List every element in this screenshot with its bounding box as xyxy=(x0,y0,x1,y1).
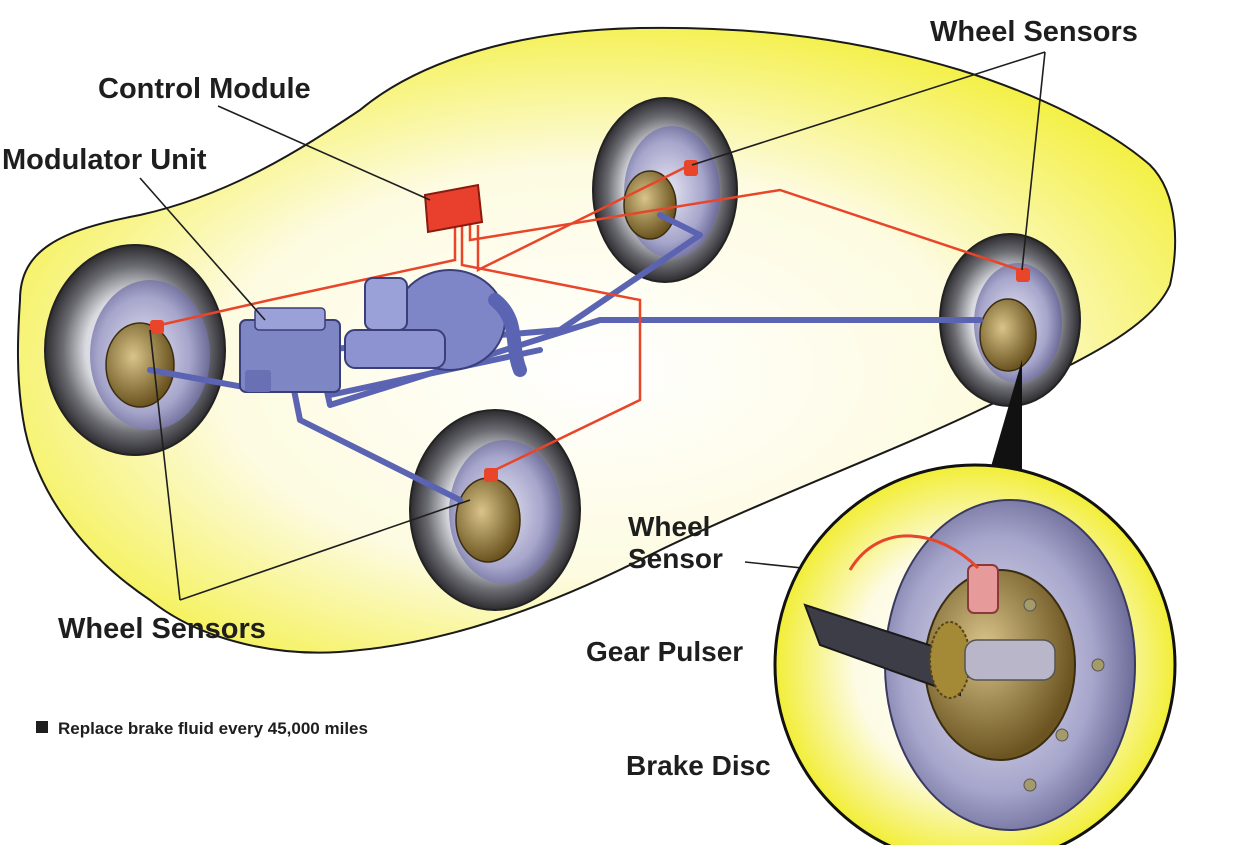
label-gear-pulser: Gear Pulser xyxy=(586,636,744,667)
wheel-rear-left xyxy=(592,97,738,283)
wheel-front-left xyxy=(44,244,226,456)
wheel-front-right xyxy=(409,409,581,611)
bullet-square-icon xyxy=(36,721,48,733)
detail-inset xyxy=(773,463,1177,845)
label-wheel-sensor-detail-line1: Wheel xyxy=(628,511,711,542)
wheel-rear-right xyxy=(939,233,1081,407)
brake-booster xyxy=(344,269,527,377)
label-control-module: Control Module xyxy=(98,73,311,105)
label-wheel-sensors-top: Wheel Sensors xyxy=(930,16,1138,48)
car-body xyxy=(16,26,1177,654)
label-modulator-unit: Modulator Unit xyxy=(2,144,207,176)
maintenance-note: Replace brake fluid every 45,000 miles xyxy=(36,720,368,738)
zoom-pointer xyxy=(990,360,1022,470)
sensor-wiring xyxy=(159,163,1021,472)
maintenance-note-text: Replace brake fluid every 45,000 miles xyxy=(58,719,368,738)
label-wheel-sensor-detail-line2: Sensor xyxy=(628,543,723,574)
modulator-unit xyxy=(239,307,341,393)
control-module xyxy=(423,183,484,234)
label-brake-disc: Brake Disc xyxy=(626,750,771,781)
label-wheel-sensors-bottom: Wheel Sensors xyxy=(58,613,266,645)
